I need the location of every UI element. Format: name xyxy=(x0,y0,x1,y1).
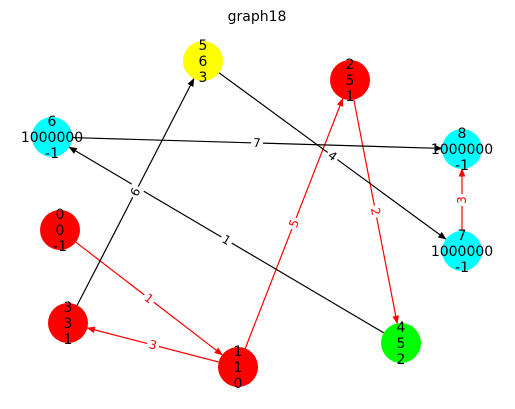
node-4: 452 xyxy=(381,320,421,368)
edge-label-2-4: 2 xyxy=(368,206,383,216)
node-label-line: -1 xyxy=(53,239,67,255)
node-3: 331 xyxy=(48,300,88,348)
node-label-line: 3 xyxy=(64,300,73,316)
node-label-line: 0 xyxy=(234,376,243,392)
node-label-line: 1 xyxy=(234,344,243,360)
node-1: 110 xyxy=(218,344,258,392)
node-label-line: -1 xyxy=(455,260,469,276)
edges-layer xyxy=(68,72,466,363)
node-label-line: 3 xyxy=(199,70,208,86)
edge-label-1-3: 3 xyxy=(148,337,159,352)
node-label-line: 5 xyxy=(397,336,406,352)
node-label-line: 1 xyxy=(234,360,243,376)
node-circle xyxy=(40,210,80,250)
node-label-line: 2 xyxy=(346,57,355,73)
edge-label-bg xyxy=(139,289,159,308)
node-label-line: 5 xyxy=(346,73,355,89)
node-circle xyxy=(32,117,72,157)
edge-label-bg xyxy=(323,146,342,166)
node-label-line: 1000000 xyxy=(431,244,493,260)
node-circle xyxy=(330,60,370,100)
graph-title: graph18 xyxy=(228,9,287,25)
node-0: 00-1 xyxy=(40,207,80,255)
nodes-layer: 00-111025133145256361000000-171000000-18… xyxy=(21,38,493,392)
node-label-line: 7 xyxy=(458,228,467,244)
node-5: 563 xyxy=(183,38,223,86)
edge-label-bg xyxy=(250,135,264,151)
edge-label-bg xyxy=(126,183,145,201)
node-circle xyxy=(381,323,421,363)
node-label-line: 2 xyxy=(397,352,406,368)
node-circle xyxy=(48,303,88,343)
node-circle xyxy=(442,129,482,169)
node-label-line: 1 xyxy=(64,332,73,348)
edge-label-6-8: 7 xyxy=(253,136,261,150)
node-label-line: 6 xyxy=(199,54,208,70)
edge-label-bg xyxy=(285,215,303,232)
node-label-line: 5 xyxy=(199,38,208,54)
node-label-line: 1 xyxy=(346,89,355,105)
node-circle xyxy=(218,347,258,387)
node-label-line: -1 xyxy=(45,146,59,162)
edge-label-bg xyxy=(145,336,161,354)
node-label-line: 0 xyxy=(56,207,65,223)
node-circle xyxy=(183,41,223,81)
node-circle xyxy=(442,231,482,271)
node-label-line: 0 xyxy=(56,223,65,239)
node-label-line: 1000000 xyxy=(431,142,493,158)
node-label-line: 4 xyxy=(397,320,406,336)
edge-label-7-8: 3 xyxy=(455,196,469,204)
edge-label-bg xyxy=(217,230,236,250)
edge-label-bg xyxy=(455,194,469,206)
node-label-line: 8 xyxy=(458,126,467,142)
node-label-line: 3 xyxy=(64,316,73,332)
node-label-line: 6 xyxy=(48,114,57,130)
node-label-line: -1 xyxy=(455,158,469,174)
node-2: 251 xyxy=(330,57,370,105)
node-label-line: 1000000 xyxy=(21,130,83,146)
edge-label-bg xyxy=(367,204,384,219)
